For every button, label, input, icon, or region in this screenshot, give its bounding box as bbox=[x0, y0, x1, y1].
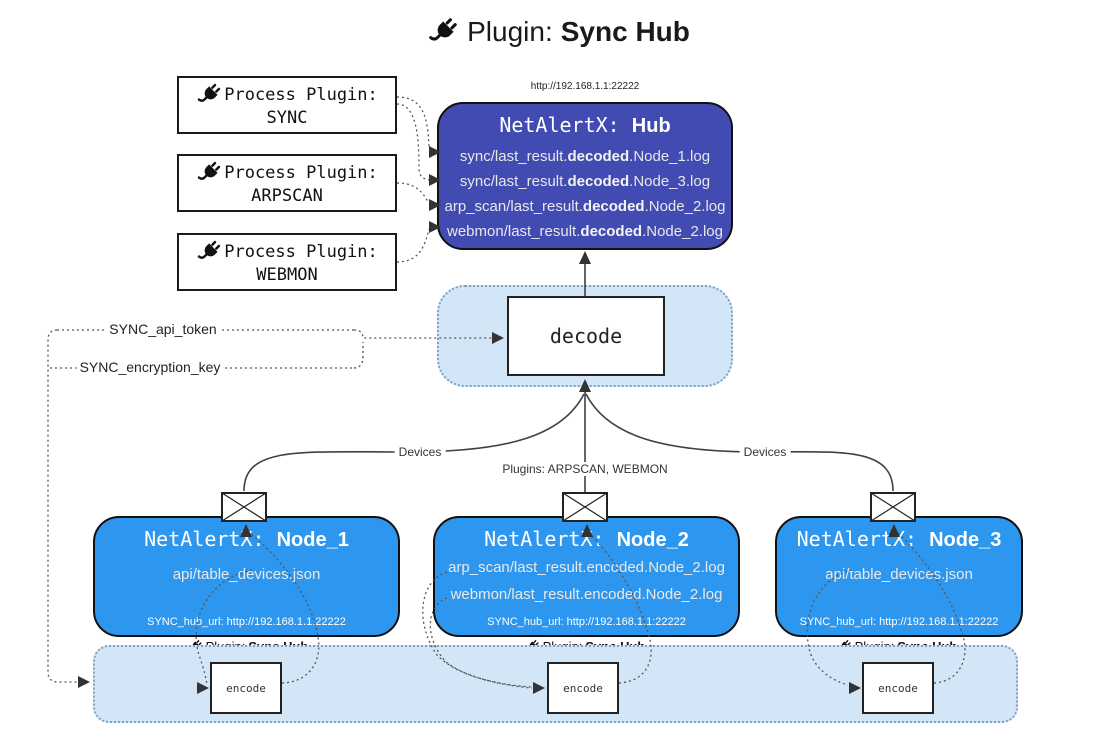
node-line: api/table_devices.json bbox=[172, 566, 321, 583]
edge-label-plugins-center: Plugins: ARPSCAN, WEBMON bbox=[498, 462, 672, 476]
hub-url: http://192.168.1.1:22222 bbox=[530, 81, 640, 92]
encode-box: encode bbox=[210, 662, 282, 714]
process-plugin-label: Process Plugin: bbox=[224, 85, 378, 105]
node-line: api/table_devices.json bbox=[825, 566, 973, 583]
decode-box: decode bbox=[507, 296, 665, 376]
edge-label-devices-right: Devices bbox=[739, 445, 791, 459]
plug-icon bbox=[427, 16, 460, 48]
node-hub-url: SYNC_hub_url: http://192.168.1.1:22222 bbox=[147, 616, 346, 628]
encode-box: encode bbox=[547, 662, 619, 714]
token-label-key: SYNC_encryption_key bbox=[76, 359, 224, 375]
node-box-node-1: NetAlertX: Node_1 api/table_devices.json… bbox=[93, 516, 400, 637]
node-line: arp_scan/last_result.encoded.Node_2.log bbox=[448, 559, 725, 576]
node-title: NetAlertX: Node_2 bbox=[484, 527, 689, 551]
process-plugin-box-arpscan: Process Plugin: ARPSCAN bbox=[177, 154, 397, 212]
hub-title-prefix: NetAlertX: bbox=[499, 113, 620, 137]
node-title: NetAlertX: Node_1 bbox=[144, 527, 349, 551]
title-name: Sync Hub bbox=[560, 16, 690, 47]
process-plugin-name: SYNC bbox=[266, 108, 308, 128]
node-line: webmon/last_result.encoded.Node_2.log bbox=[450, 586, 723, 603]
process-plugin-box-webmon: Process Plugin: WEBMON bbox=[177, 233, 397, 291]
process-plugin-name: WEBMON bbox=[256, 265, 318, 285]
hub-title-name: Hub bbox=[631, 115, 671, 137]
hub-log-line: sync/last_result.decoded.Node_3.log bbox=[459, 173, 711, 190]
node-box-node-3: NetAlertX: Node_3 api/table_devices.json… bbox=[775, 516, 1023, 637]
node-title: NetAlertX: Node_3 bbox=[796, 527, 1002, 551]
hub-log-line: arp_scan/last_result.decoded.Node_2.log bbox=[444, 198, 726, 215]
node-hub-url: SYNC_hub_url: http://192.168.1.1:22222 bbox=[799, 616, 999, 628]
process-plugin-box-sync: Process Plugin: SYNC bbox=[177, 76, 397, 134]
page-title: Plugin: Sync Hub bbox=[0, 16, 1117, 48]
encode-box: encode bbox=[862, 662, 934, 714]
title-prefix: Plugin: bbox=[467, 16, 553, 47]
token-label-api: SYNC_api_token bbox=[106, 321, 220, 337]
plug-icon bbox=[196, 82, 223, 108]
node-hub-url: SYNC_hub_url: http://192.168.1.1:22222 bbox=[487, 616, 686, 628]
hub-log-line: webmon/last_result.decoded.Node_2.log bbox=[447, 223, 723, 240]
hub-log-line: sync/last_result.decoded.Node_1.log bbox=[459, 148, 711, 165]
node-box-node-2: NetAlertX: Node_2 arp_scan/last_result.e… bbox=[433, 516, 740, 637]
plug-icon bbox=[196, 239, 223, 265]
edge-label-devices-left: Devices bbox=[394, 445, 446, 459]
process-plugin-label: Process Plugin: bbox=[224, 163, 378, 183]
plug-icon bbox=[196, 160, 223, 186]
hub-box: NetAlertX: Hub sync/last_result.decoded.… bbox=[437, 102, 733, 250]
process-plugin-name: ARPSCAN bbox=[251, 186, 323, 206]
process-plugin-label: Process Plugin: bbox=[224, 242, 378, 262]
hub-title: NetAlertX: Hub bbox=[499, 113, 670, 138]
